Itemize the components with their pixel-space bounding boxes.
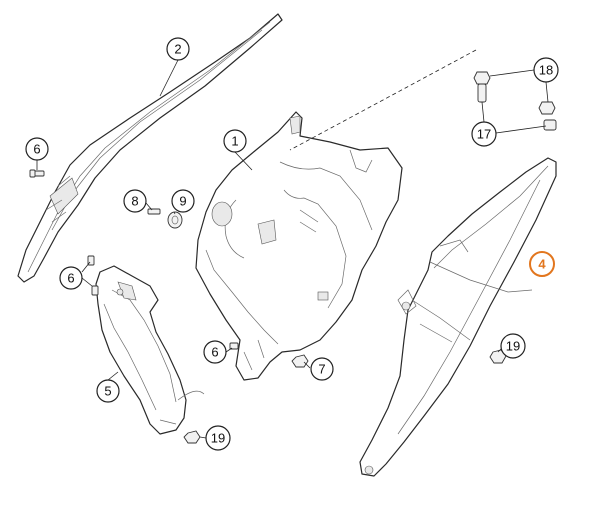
callout-18-label: 18 xyxy=(539,63,553,78)
hardware-nut-19a xyxy=(489,349,507,364)
part-4-side-cover xyxy=(359,157,557,477)
hardware-nut-18 xyxy=(473,71,556,115)
callout-8: 8 xyxy=(123,189,147,213)
callout-9-label: 9 xyxy=(179,194,186,209)
leader-lines xyxy=(36,49,549,439)
callout-17-label: 17 xyxy=(477,127,491,142)
callout-19a: 19 xyxy=(500,333,526,359)
callout-6a-label: 6 xyxy=(33,142,40,157)
callout-6c-label: 6 xyxy=(211,345,218,360)
callout-4-label: 4 xyxy=(538,257,546,272)
part-2-side-rail xyxy=(17,13,283,283)
callout-6b-label: 6 xyxy=(67,271,74,286)
callout-1-label: 1 xyxy=(231,134,238,149)
hardware-screw-8 xyxy=(147,208,161,215)
callout-5: 5 xyxy=(96,379,120,403)
callout-7-label: 7 xyxy=(318,362,325,377)
hardware-grommet-9 xyxy=(167,211,183,229)
hardware-nut-7 xyxy=(291,354,309,368)
callout-4: 4 xyxy=(529,251,555,277)
callout-19b: 19 xyxy=(205,425,231,451)
hardware-screw-6c xyxy=(229,342,239,350)
callout-7: 7 xyxy=(310,357,334,381)
callout-6a: 6 xyxy=(25,137,49,161)
hardware-screw-6b xyxy=(87,255,99,296)
hardware-nut-19b xyxy=(183,430,201,444)
part-5-lower-bracket xyxy=(95,265,205,435)
callout-2-label: 2 xyxy=(174,42,181,57)
part-1-center-bracket xyxy=(195,111,403,381)
callout-5-label: 5 xyxy=(104,384,111,399)
hardware-screw-6a xyxy=(29,169,45,178)
callout-8-label: 8 xyxy=(131,194,138,209)
callout-19b-label: 19 xyxy=(211,431,225,446)
callout-17: 17 xyxy=(471,121,497,147)
callout-19a-label: 19 xyxy=(506,339,520,354)
callout-1: 1 xyxy=(223,129,247,153)
callout-9: 9 xyxy=(171,189,195,213)
callout-6c: 6 xyxy=(203,340,227,364)
callout-6b: 6 xyxy=(59,266,83,290)
callout-18: 18 xyxy=(533,57,559,83)
callout-2: 2 xyxy=(166,37,190,61)
